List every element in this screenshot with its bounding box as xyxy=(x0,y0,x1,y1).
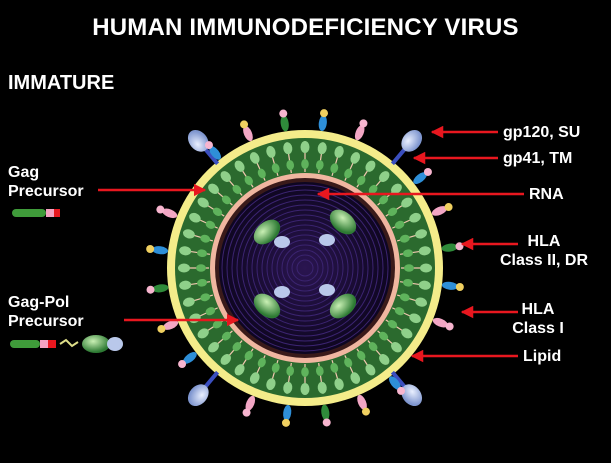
gag-pol-precursor-icon xyxy=(10,335,123,353)
internal-complex-top-right xyxy=(319,209,357,246)
surface-spikes xyxy=(146,109,464,427)
lipid-label: Lipid xyxy=(523,348,562,365)
matrix-beads xyxy=(178,141,432,395)
internal-complex-bottom-left xyxy=(253,286,290,319)
gp120-label: gp120, SU xyxy=(503,124,581,141)
pointer-arrows xyxy=(98,125,524,363)
internal-complex-bottom-right xyxy=(319,284,357,319)
stage-label: IMMATURE xyxy=(8,72,115,94)
rna-label: RNA xyxy=(529,186,564,203)
diagram-title: HUMAN IMMUNODEFICIENCY VIRUS xyxy=(92,14,519,41)
core-rings xyxy=(221,184,389,352)
gag-precursor-icon xyxy=(12,209,60,217)
gp41-label: gp41, TM xyxy=(503,150,573,167)
internal-complex-top-left xyxy=(253,219,290,248)
virion-core xyxy=(219,182,391,354)
